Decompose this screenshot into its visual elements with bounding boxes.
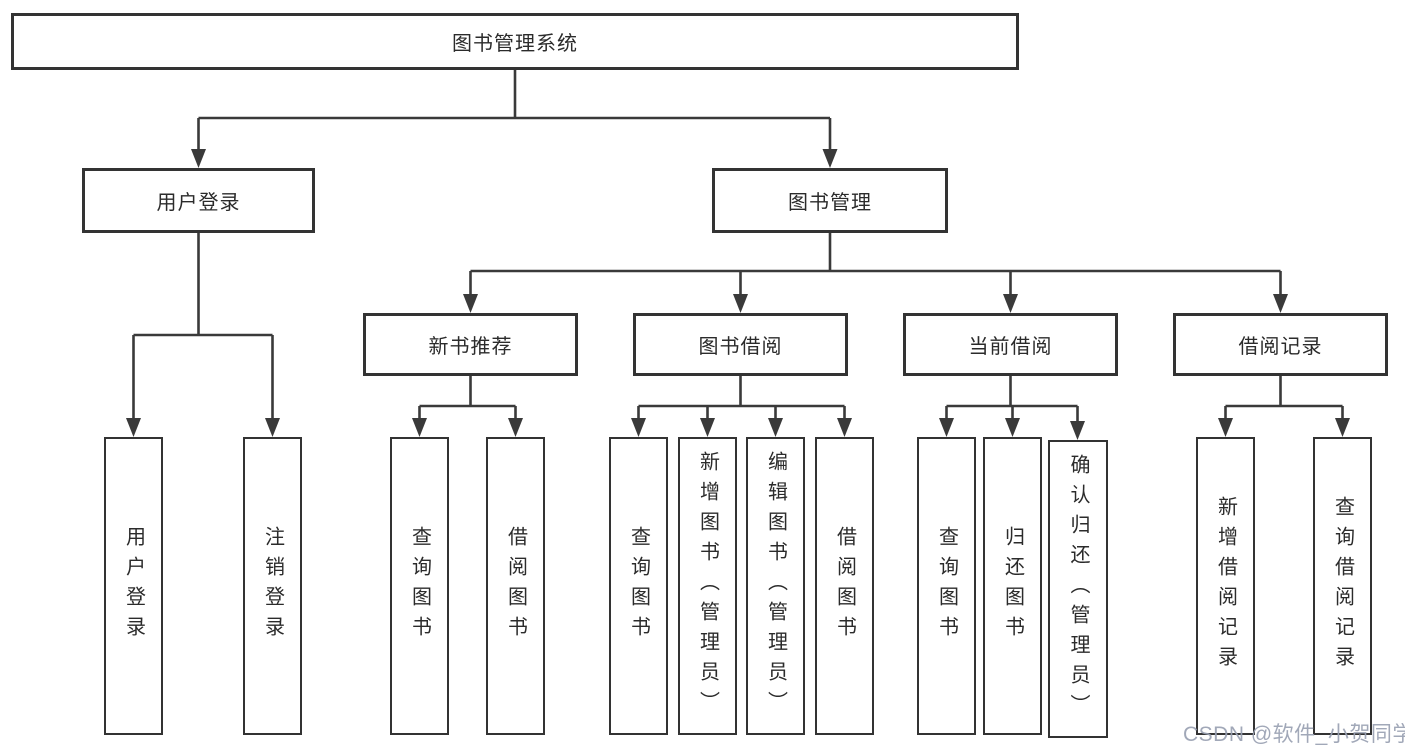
node-label: 注销登录 [261,526,284,646]
leaf-user-login: 用户登录 [104,437,163,735]
leaf-query-books-recommend: 查询图书 [390,437,449,735]
csdn-watermark: CSDN @软件_小贺同学 [1183,723,1405,746]
node-label: 查询图书 [408,526,431,646]
node-library-management-system: 图书管理系统 [11,13,1019,70]
node-borrow-records: 借阅记录 [1173,313,1388,376]
node-current-borrow: 当前借阅 [903,313,1118,376]
node-label: 归还图书 [1001,526,1024,646]
node-label: 新增图书（管理员） [696,451,719,721]
node-label: 新增借阅记录 [1214,496,1237,676]
node-book-management: 图书管理 [712,168,948,233]
node-label: 新书推荐 [428,336,513,358]
node-label: 查询图书 [627,526,650,646]
node-new-book-recommend: 新书推荐 [363,313,578,376]
leaf-borrow-books-recommend: 借阅图书 [486,437,545,735]
node-label: 用户登录 [156,192,241,214]
node-user-login: 用户登录 [82,168,315,233]
node-label: 图书管理 [788,192,872,214]
leaf-add-borrow-record: 新增借阅记录 [1196,437,1255,735]
leaf-query-books-borrow: 查询图书 [609,437,668,735]
leaf-query-books-current: 查询图书 [917,437,976,735]
node-label: 编辑图书（管理员） [764,451,787,721]
leaf-add-books-admin: 新增图书（管理员） [678,437,737,735]
leaf-borrow-books: 借阅图书 [815,437,874,735]
node-label: 借阅图书 [833,526,856,646]
node-label: 图书管理系统 [452,33,578,55]
node-book-borrow: 图书借阅 [633,313,848,376]
node-label: 借阅图书 [504,526,527,646]
leaf-edit-books-admin: 编辑图书（管理员） [746,437,805,735]
node-label: 查询图书 [935,526,958,646]
leaf-query-borrow-record: 查询借阅记录 [1313,437,1372,735]
leaf-return-books: 归还图书 [983,437,1042,735]
node-label: 图书借阅 [698,336,783,358]
node-label: 当前借阅 [968,336,1053,358]
leaf-logout: 注销登录 [243,437,302,735]
leaf-confirm-return-admin: 确认归还（管理员） [1048,440,1108,738]
node-label: 借阅记录 [1238,336,1323,358]
node-label: 查询借阅记录 [1331,496,1354,676]
node-label: 用户登录 [122,526,145,646]
node-label: 确认归还（管理员） [1067,454,1089,724]
